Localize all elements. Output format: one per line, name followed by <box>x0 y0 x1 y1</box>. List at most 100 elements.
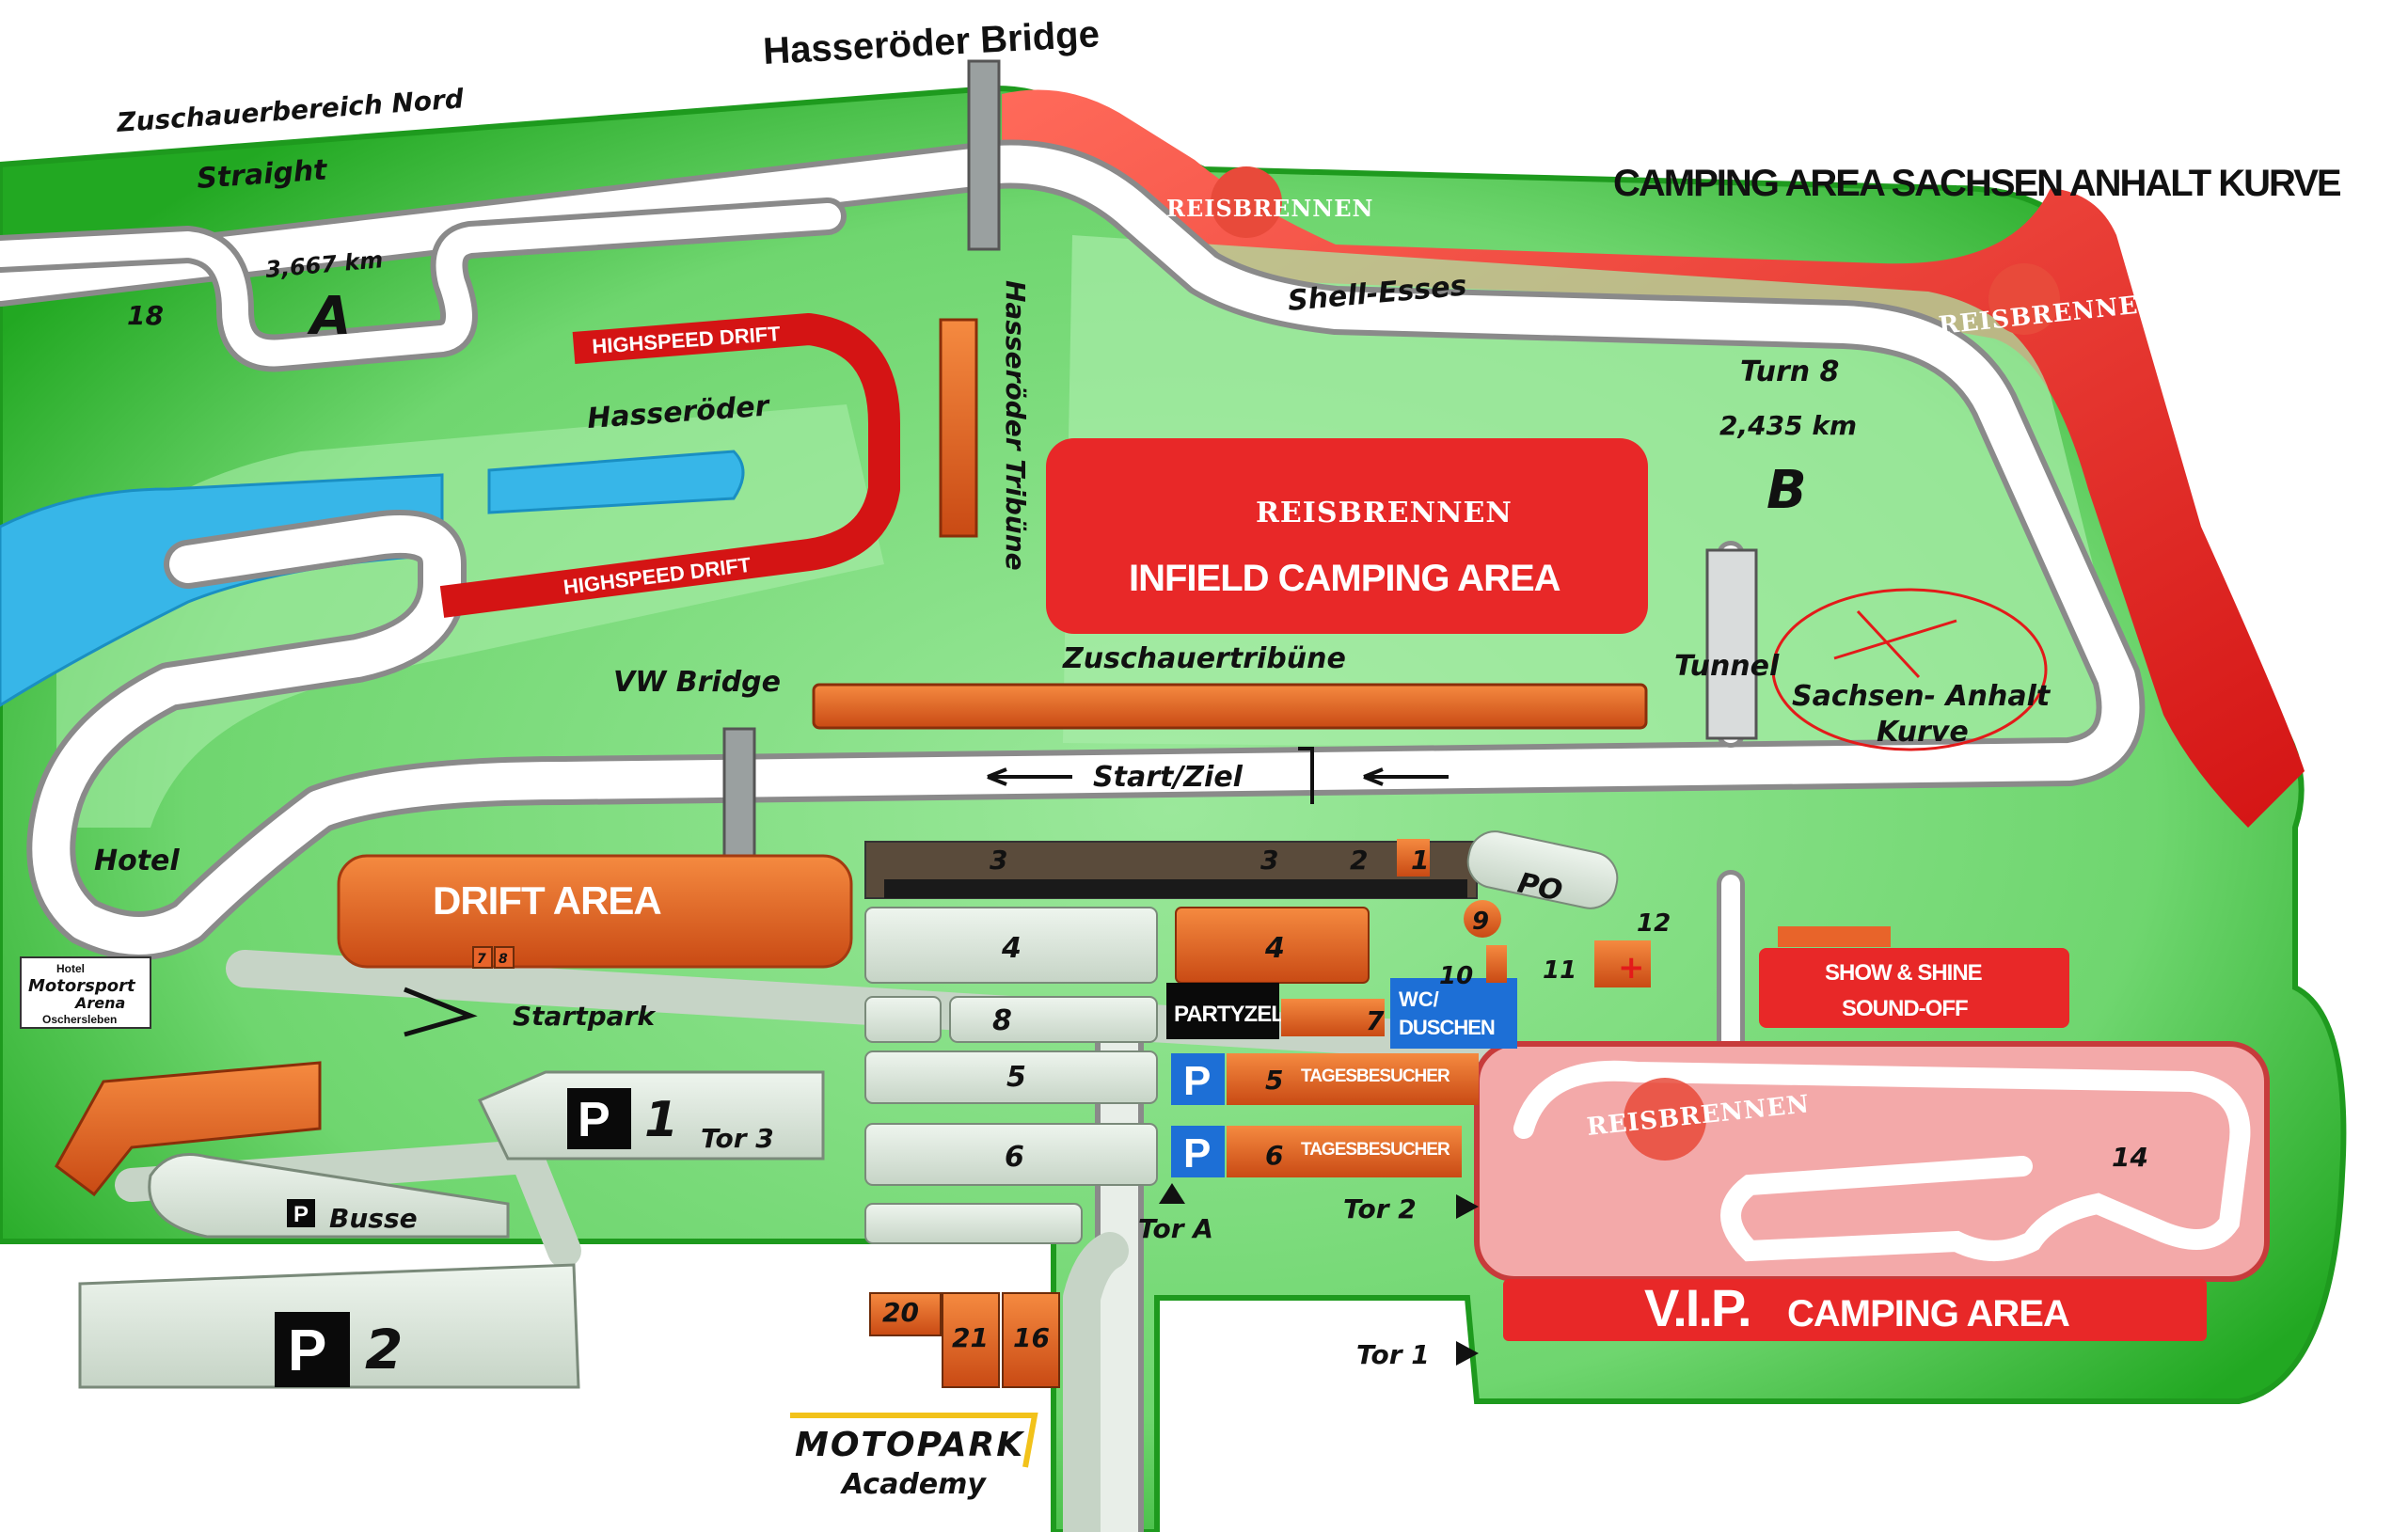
svg-text:REISBRENNEN: REISBRENNEN <box>1166 195 1373 222</box>
show-shine-roof <box>1778 926 1891 947</box>
show-shine-box <box>1759 948 2069 1028</box>
tor-3-label: Tor 3 <box>701 1123 774 1154</box>
motopark-label-2: Academy <box>840 1468 987 1501</box>
sachsen-kurve-label-1: Sachsen- Anhalt <box>1792 680 2052 713</box>
show-shine-label-2: SOUND-OFF <box>1842 996 1968 1021</box>
zone-4-red-label: 4 <box>1264 932 1285 965</box>
parking-5-p <box>1171 1053 1225 1105</box>
distance-b-label: 2,435 km <box>1719 410 1857 441</box>
infield-camping-reisbrennen: REISBRENNEN <box>1256 497 1513 529</box>
p2-number: 2 <box>365 1318 403 1382</box>
parking-p1-area <box>477 1070 825 1161</box>
hotel-logo-line-3: Arena <box>73 994 125 1012</box>
startpark-arrow-icon <box>404 987 478 1037</box>
parking-6-p <box>1171 1126 1225 1177</box>
motopark-underline <box>790 1413 1038 1468</box>
p2-sign-letter: P <box>288 1319 326 1383</box>
zone-9-marker <box>1464 900 1501 938</box>
zone-16: 16 <box>1013 1322 1050 1353</box>
tunnel-structure <box>1705 548 1758 740</box>
sachsen-kurve-circle <box>1771 588 2048 751</box>
vip-label-big: V.I.P. <box>1644 1278 1751 1337</box>
highspeed-drift-curve <box>439 313 900 618</box>
zone-2: 2 <box>1350 845 1368 876</box>
tunnel-label: Tunnel <box>1674 650 1780 683</box>
left-orange-building <box>55 1061 322 1197</box>
zone-7-box <box>1281 999 1385 1036</box>
vip-camping-area <box>1503 1279 2207 1341</box>
zone-11: 11 <box>1543 956 1576 985</box>
tor-1-label: Tor 1 <box>1356 1339 1430 1370</box>
hasseroder-tribune-label: Hasseröder Tribüne <box>1000 280 1031 571</box>
hasseroder-tribune-stand <box>939 318 978 538</box>
zone-6-parking: 6 <box>1265 1140 1283 1171</box>
zone-14: 14 <box>2112 1142 2148 1173</box>
parking-5-p-letter: P <box>1183 1058 1211 1104</box>
zone-21: 21 <box>952 1322 989 1353</box>
hotel-logo-box <box>20 956 151 1029</box>
hotel-logo-line-2: Motorsport <box>28 976 136 996</box>
zone-1-box <box>1397 839 1430 877</box>
hotel-label: Hotel <box>94 845 180 877</box>
camping-sachsen-label: CAMPING AREA SACHSEN ANHALT KURVE <box>1613 163 2341 204</box>
zone-12: 12 <box>1637 909 1671 938</box>
tagesbesucher-6-label: TAGESBESUCHER <box>1301 1140 1450 1160</box>
zone-9: 9 <box>1472 908 1489 936</box>
zone-3-right: 3 <box>1260 845 1278 876</box>
zone-3-left: 3 <box>990 845 1007 876</box>
p1-sign-letter: P <box>578 1093 610 1147</box>
zone-10-building <box>1486 945 1507 983</box>
show-shine-label-1: SHOW & SHINE <box>1825 960 1983 986</box>
zone-20: 20 <box>882 1297 919 1328</box>
busse-p-sign <box>287 1199 315 1227</box>
wc-label-1: WC/ <box>1399 987 1439 1011</box>
busse-lot <box>148 1153 510 1239</box>
busse-label: Busse <box>329 1203 418 1234</box>
hasseroder-bridge <box>967 59 1001 251</box>
tagesbesucher-5-label: TAGESBESUCHER <box>1301 1066 1450 1086</box>
tagesbesucher-5-box <box>1227 1053 1479 1105</box>
p1-sign <box>567 1088 631 1149</box>
motopark-label-1: MOTOPARK <box>795 1426 1025 1464</box>
p1-number: 1 <box>644 1092 678 1148</box>
tagesbesucher-6-box <box>1227 1126 1462 1177</box>
drift-small-8 <box>494 946 515 969</box>
zuschauertribune-label: Zuschauertribüne <box>1062 642 1346 675</box>
tor-2-label: Tor 2 <box>1343 1193 1417 1224</box>
tor-1-arrow-icon <box>1456 1341 1479 1366</box>
infield-camping-label: INFIELD CAMPING AREA <box>1129 558 1560 599</box>
first-aid-icon: + <box>1618 949 1645 987</box>
building-21 <box>942 1292 1000 1388</box>
building-16 <box>1002 1292 1060 1388</box>
infield-camping-area <box>1046 438 1648 634</box>
finish-line-marker <box>1298 747 1314 804</box>
start-ziel-label: Start/Ziel <box>1093 761 1244 794</box>
zone-6-lot: 6 <box>1005 1141 1024 1174</box>
zone-8: 8 <box>992 1004 1012 1037</box>
zone-1: 1 <box>1411 845 1429 876</box>
partyzelt-label: PARTYZELT <box>1174 1002 1296 1027</box>
building-20 <box>869 1292 942 1336</box>
p2-sign <box>275 1312 350 1387</box>
wc-duschen-box <box>1390 978 1517 1049</box>
zuschauertribune-stand <box>812 683 1648 730</box>
karting-track <box>1513 1060 2251 1262</box>
partyzelt-box <box>1166 983 1279 1039</box>
water-right <box>487 450 745 514</box>
vw-bridge-label: VW Bridge <box>613 666 781 699</box>
marker-a: A <box>307 286 351 347</box>
start-ziel-arrow-right <box>1363 767 1449 786</box>
zone-18: 18 <box>127 300 164 331</box>
paddock-lots <box>864 830 1619 1244</box>
reisbrennen-logo-1: REISBRENNEN <box>1166 166 1373 238</box>
zone-8-small: 8 <box>499 952 508 967</box>
zone-5-lot: 5 <box>1006 1061 1026 1094</box>
drift-area <box>337 854 853 969</box>
marker-b: B <box>1766 460 1807 521</box>
parking-6-p-letter: P <box>1183 1130 1211 1177</box>
busse-p-letter: P <box>293 1202 309 1227</box>
first-aid-building <box>1594 940 1651 987</box>
turn-8-label: Turn 8 <box>1740 355 1839 388</box>
zone-5-parking: 5 <box>1265 1065 1283 1096</box>
